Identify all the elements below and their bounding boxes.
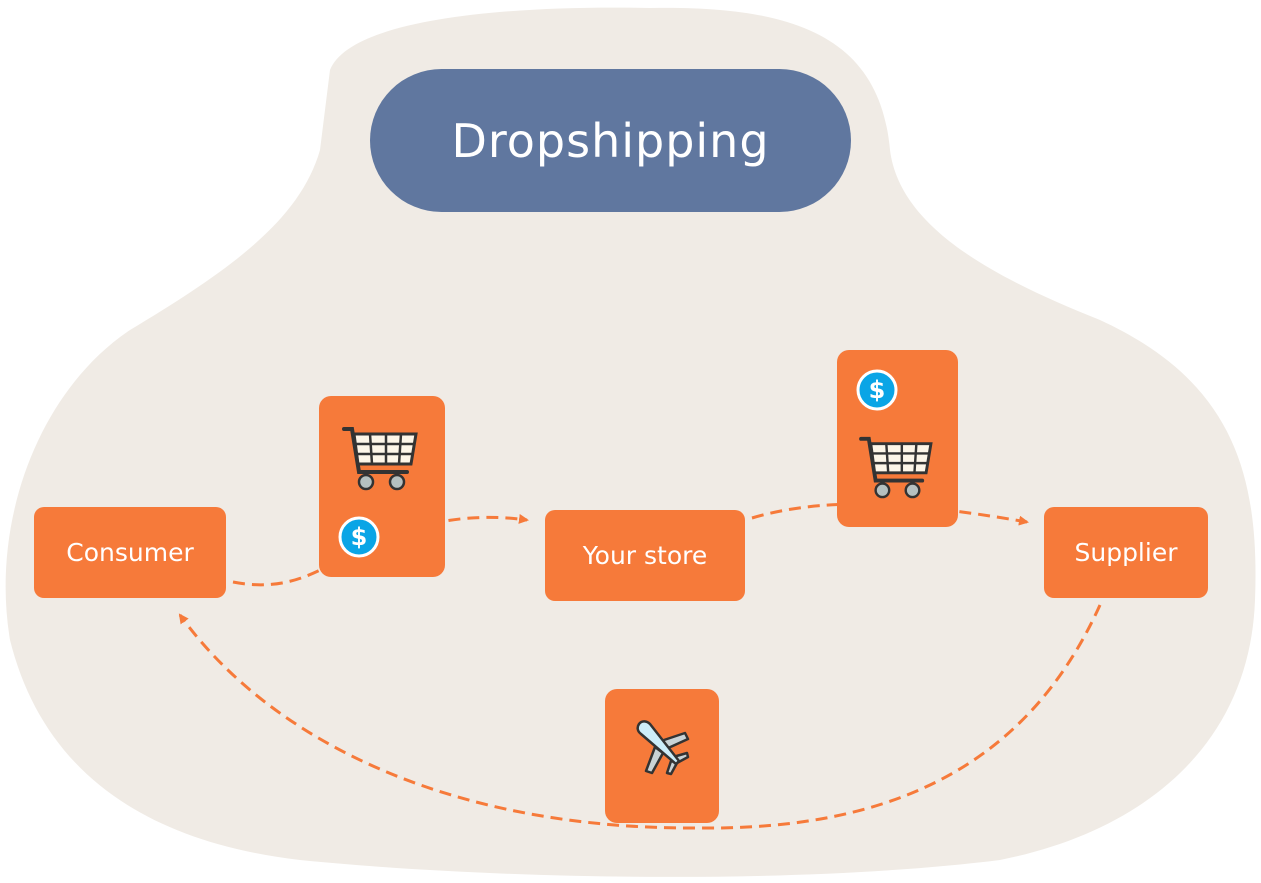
arrow-supplier-to-consumer bbox=[178, 604, 1102, 830]
dollar-icon: $ bbox=[338, 516, 380, 558]
shipping-box bbox=[605, 689, 719, 823]
svg-text:$: $ bbox=[351, 523, 368, 551]
background-blob bbox=[5, 7, 1256, 877]
svg-text:$: $ bbox=[869, 376, 886, 404]
airplane-icon bbox=[636, 720, 690, 776]
node-supplier: Supplier bbox=[1044, 507, 1208, 598]
node-your-store: Your store bbox=[545, 510, 745, 601]
cart-icon bbox=[342, 427, 418, 491]
order-payment-box: $ bbox=[319, 396, 445, 577]
dollar-icon: $ bbox=[856, 369, 898, 411]
node-consumer: Consumer bbox=[34, 507, 226, 598]
page-title: Dropshipping bbox=[370, 69, 851, 212]
cart-icon bbox=[859, 436, 933, 499]
order-payment-box: $ bbox=[837, 350, 958, 527]
